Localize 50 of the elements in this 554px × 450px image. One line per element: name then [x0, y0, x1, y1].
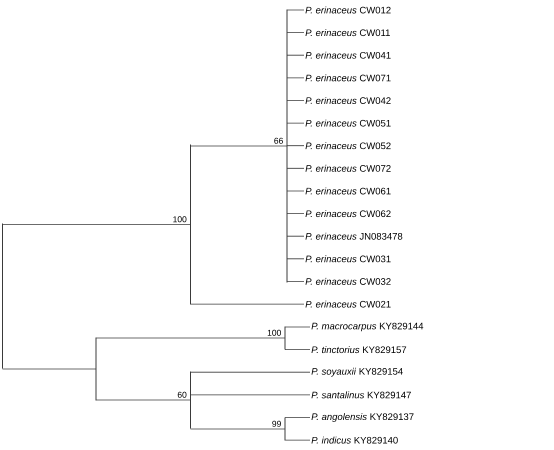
- branch-line: [286, 213, 304, 214]
- branch-line: [286, 145, 304, 146]
- branch-line: [286, 168, 304, 169]
- taxon-label: P. erinaceus CW071: [306, 74, 391, 82]
- branch-line: [286, 10, 288, 282]
- taxon-label: P. erinaceus CW011: [306, 29, 390, 36]
- branch-line: [286, 258, 304, 260]
- branch-line: [286, 236, 304, 237]
- taxon-label: P. erinaceus CW031: [306, 255, 391, 262]
- taxon-label: P. santalinus KY829147: [312, 391, 411, 398]
- taxon-label: P. erinaceus CW061: [306, 188, 391, 194]
- branch-line: [286, 281, 304, 282]
- bootstrap-value: 100: [268, 330, 281, 336]
- taxon-label: P. erinaceus CW032: [306, 278, 391, 285]
- bootstrap-value: 66: [274, 138, 283, 144]
- taxon-label: P. erinaceus CW062: [306, 210, 391, 218]
- bootstrap-value: 99: [272, 420, 281, 427]
- branch-line: [284, 326, 286, 350]
- branch-line: [190, 428, 285, 430]
- taxon-label: P. angolensis KY829137: [312, 413, 414, 422]
- branch-line: [286, 100, 304, 101]
- taxon-label: P. macrocarpus KY829144: [312, 322, 424, 332]
- branch-line: [286, 54, 304, 56]
- taxon-label: P. erinaceus CW051: [306, 120, 391, 127]
- taxon-label: P. indicus KY829140: [312, 436, 398, 444]
- taxon-label: P. soyauxii KY829154: [312, 368, 403, 377]
- taxon-label: P. erinaceus CW041: [306, 52, 391, 59]
- branch-line: [286, 190, 304, 192]
- branch-line: [284, 417, 310, 418]
- branch-line: [190, 372, 191, 428]
- taxon-label: P. erinaceus CW052: [306, 142, 391, 150]
- branch-line: [2, 368, 96, 370]
- branch-line: [286, 32, 304, 33]
- taxon-label: P. erinaceus JN083478: [306, 232, 402, 240]
- branch-line: [284, 418, 286, 440]
- bootstrap-value: 60: [178, 392, 186, 398]
- branch-line: [284, 349, 310, 350]
- taxon-label: P. erinaceus CW072: [306, 164, 391, 172]
- taxon-label: P. erinaceus CW021: [306, 300, 391, 308]
- bootstrap-value: 100: [173, 216, 186, 222]
- branch-line: [190, 144, 191, 304]
- taxon-label: P. erinaceus CW012: [306, 6, 391, 14]
- branch-line: [284, 326, 310, 328]
- branch-line: [2, 224, 3, 368]
- branch-line: [190, 394, 310, 396]
- branch-line: [286, 122, 304, 124]
- taxon-label: P. erinaceus CW042: [306, 97, 391, 104]
- branch-line: [190, 372, 310, 373]
- branch-line: [2, 224, 190, 225]
- taxon-label: P. tinctorius KY829157: [312, 346, 406, 354]
